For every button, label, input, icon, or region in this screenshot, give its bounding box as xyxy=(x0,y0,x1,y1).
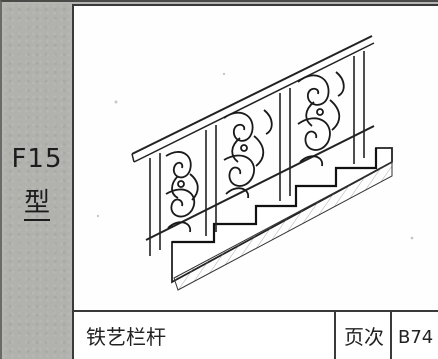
page-number: B74 xyxy=(398,327,434,348)
scroll-panel-3 xyxy=(297,71,345,167)
balusters xyxy=(149,51,365,256)
handrail xyxy=(131,35,375,163)
scroll-panel-1 xyxy=(165,151,199,233)
type-char-text: 型 xyxy=(23,188,50,221)
drawing-frame: 铁艺栏杆 页次 B74 xyxy=(72,4,438,359)
bottom-rail xyxy=(145,125,375,241)
side-panel: F15 型 xyxy=(4,4,70,359)
railing-drawing-area xyxy=(74,6,438,312)
drawing-title: 铁艺栏杆 xyxy=(74,312,336,359)
stair-steps xyxy=(171,147,393,291)
type-char: 型 xyxy=(4,182,70,221)
scroll-panel-2 xyxy=(223,109,273,199)
stair-railing-drawing-icon xyxy=(96,35,414,291)
scan-dots xyxy=(96,72,414,240)
page-label: 页次 xyxy=(338,312,392,359)
type-code: F15 xyxy=(11,144,63,174)
